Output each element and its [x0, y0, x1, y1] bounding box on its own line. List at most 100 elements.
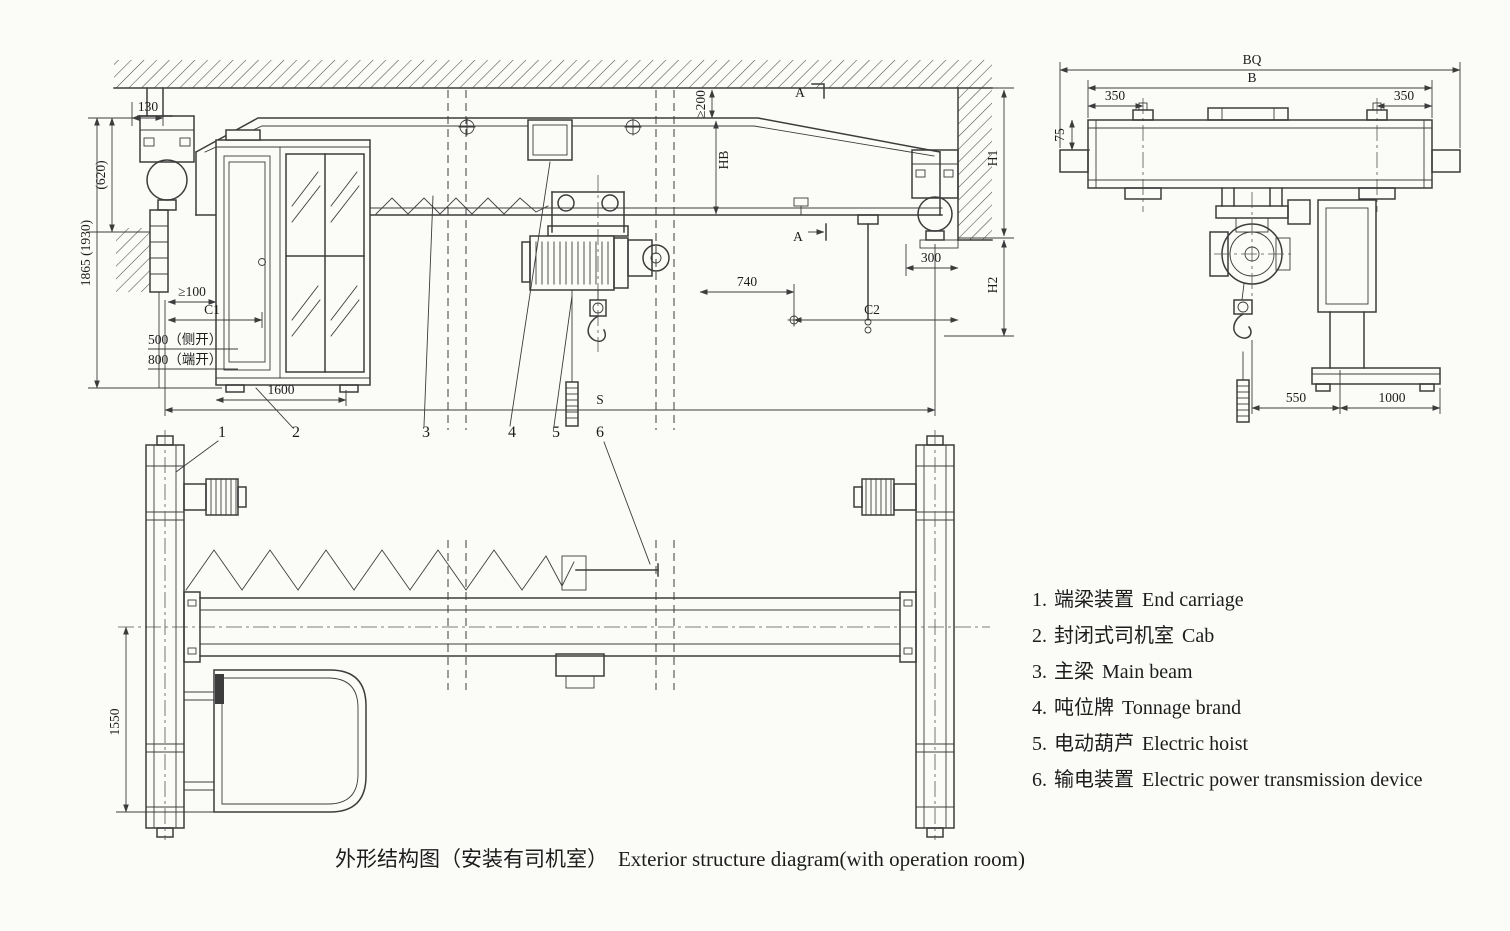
dim-1000-label: 1000	[1379, 390, 1406, 405]
dimensions-front: 130 (620) 1865 (1930) ≥100 C1	[78, 87, 1014, 416]
hoist-motor	[627, 239, 653, 277]
section-a-label: A	[793, 229, 803, 244]
dim-1550-label: 1550	[107, 708, 122, 735]
part-label-2: 2	[292, 424, 300, 441]
dim-ge200-label: ≥200	[693, 90, 708, 118]
end-carriage-right-plan	[915, 430, 955, 840]
dim-c2: C2	[787, 302, 959, 327]
dim-130: 130	[131, 99, 164, 126]
festoon-cable-front	[375, 197, 549, 215]
electric-hoist-side	[1209, 187, 1311, 423]
section-cut-lines-plan	[447, 540, 675, 690]
side-view: BQ B 350 350 75	[1052, 52, 1461, 423]
dim-1865: 1865 (1930)	[78, 117, 222, 389]
cab-roof-vent	[225, 129, 261, 141]
rail-clamp	[1207, 107, 1289, 121]
drum-fins	[535, 241, 609, 285]
wheel-bottom-right	[1358, 187, 1396, 200]
dim-350-left: 350	[1087, 88, 1144, 109]
dim-1000: 1000	[1339, 388, 1441, 414]
pendant-control-front	[565, 289, 579, 427]
travel-motor-right	[853, 478, 917, 516]
dim-bq: BQ	[1059, 52, 1461, 148]
dim-c2-label: C2	[864, 302, 880, 317]
buffer-right	[1431, 149, 1461, 173]
dim-500-label: 500（侧开）	[148, 332, 222, 347]
dim-350r-label: 350	[1394, 88, 1415, 103]
dim-h1-label: H1	[985, 150, 1000, 167]
dim-s: S	[164, 244, 936, 416]
dim-h1: H1	[958, 87, 1014, 239]
lifting-lug-left	[458, 118, 476, 136]
dim-1600-label: 1600	[268, 382, 295, 397]
tonnage-plate	[527, 119, 573, 161]
lifting-lug-right	[624, 118, 642, 136]
dim-c1-label: C1	[204, 302, 220, 317]
dim-620-label: (620)	[93, 160, 108, 189]
dim-h2-label: H2	[985, 277, 1000, 294]
section-marker-a-top: A	[795, 83, 825, 100]
plan-view: 1550	[107, 430, 990, 840]
hook-icon-side	[1233, 312, 1252, 339]
wheel-bottom-left	[1124, 187, 1162, 200]
door-handle	[258, 258, 266, 266]
hoist-plan	[555, 653, 605, 689]
wall-hatch-left	[116, 228, 150, 292]
dim-740: 740	[699, 274, 795, 326]
cab-plan	[183, 669, 367, 813]
dim-500-door: 500（侧开） 800（端开）	[148, 332, 238, 370]
dim-1865-label: 1865 (1930)	[78, 220, 93, 286]
dim-ge100-label: ≥100	[178, 284, 206, 299]
section-cut-lines-front	[447, 90, 675, 430]
trolley-wheel	[601, 194, 619, 212]
pendant-control-side	[1236, 379, 1250, 423]
crane-wheel-right	[917, 196, 953, 232]
dim-130-label: 130	[138, 99, 159, 114]
power-feed-front	[793, 197, 879, 334]
part-label-5: 5	[552, 424, 560, 441]
electric-hoist-front	[521, 175, 670, 352]
main-beam-plan	[183, 591, 917, 663]
dim-300-label: 300	[921, 250, 942, 265]
dim-1600: 1600	[215, 382, 347, 406]
end-carriage-left-plan	[145, 430, 185, 840]
buffer-left	[1059, 149, 1089, 173]
dim-75: 75	[1052, 119, 1090, 151]
dim-b: B	[1087, 70, 1433, 118]
hook-assembly-front	[587, 289, 607, 342]
part-label-6: 6	[596, 424, 604, 441]
end-carriage-right-front	[911, 149, 959, 249]
dim-s-label: S	[596, 392, 604, 407]
cab-door	[223, 155, 271, 371]
festoon-bracket	[561, 555, 587, 591]
end-carriage-left-front	[137, 87, 195, 211]
runway-column-left	[116, 209, 169, 389]
dim-c1: C1	[167, 302, 263, 328]
dim-350-right: 350	[1376, 88, 1433, 109]
dim-550-label: 550	[1286, 390, 1307, 405]
dim-hb-label: HB	[716, 151, 731, 170]
ceiling-hatch	[113, 60, 993, 89]
dim-75-label: 75	[1052, 128, 1067, 142]
dim-h2: H2	[944, 239, 1014, 337]
section-a-label: A	[795, 85, 805, 100]
diagram-caption: 外形结构图（安装有司机室）Exterior structure diagram(…	[335, 847, 1025, 871]
dim-550: 550	[1251, 340, 1341, 414]
end-carriage-side	[1059, 98, 1461, 212]
glass-reflection-lines	[291, 171, 360, 337]
part-label-3: 3	[422, 424, 430, 441]
dim-800-label: 800（端开）	[148, 352, 222, 367]
part-label-4: 4	[508, 424, 516, 441]
dimensions-side: BQ B 350 350 75	[1052, 52, 1461, 414]
dim-ge100: ≥100	[167, 284, 217, 305]
caption: 外形结构图（安装有司机室）Exterior structure diagram(…	[335, 847, 1025, 871]
power-column-side	[1311, 199, 1441, 392]
front-view: A A 130 (620) 18	[78, 60, 1014, 430]
dim-740-label: 740	[737, 274, 758, 289]
cab-hinge-detail	[215, 674, 224, 704]
